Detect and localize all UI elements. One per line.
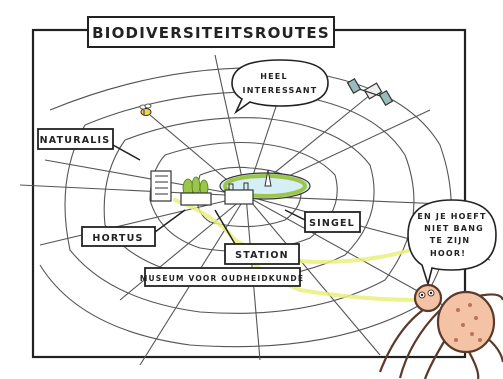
museum-text: MUSEUM VOOR OUDHEIDKUNDE [140,274,304,283]
satellite-icon [346,77,394,107]
singel-text: SINGEL [309,218,355,229]
spider-body [436,290,496,354]
bee-icon [139,103,152,116]
speech-bubble-right: EN JE HOEFT NIET BANG TE ZIJN HOOR! [407,199,497,287]
bubble-right-line2: NIET BANG [424,224,484,233]
label-singel[interactable]: SINGEL [284,209,361,233]
bubble-right-line3: TE ZIJN [430,236,471,245]
title-banner: BIODIVERSITEITSROUTES [87,16,335,48]
city-center [150,169,311,206]
title-text: BIODIVERSITEITSROUTES [92,24,330,42]
museum-building [180,192,212,206]
bubble-top-line1: HEEL [260,72,288,81]
bubble-right-line4: HOOR! [430,249,466,258]
label-station[interactable]: STATION [214,209,300,265]
green-ring [223,174,307,198]
label-museum[interactable]: MUSEUM VOOR OUDHEIDKUNDE [140,267,304,287]
speech-bubble-top: HEEL INTERESSANT [231,59,329,115]
label-naturalis[interactable]: NATURALIS [37,128,141,161]
station-text: STATION [235,250,289,261]
hortus-text: HORTUS [92,233,143,244]
castle-building [224,189,254,205]
bubble-top-line2: INTERESSANT [243,86,318,95]
bubble-right-line1: EN JE HOEFT [417,212,486,221]
naturalis-text: NATURALIS [40,135,111,146]
spider-illustration [378,283,503,379]
church-tower [264,169,272,187]
label-hortus[interactable]: HORTUS [81,209,186,247]
spider-head [413,283,443,313]
